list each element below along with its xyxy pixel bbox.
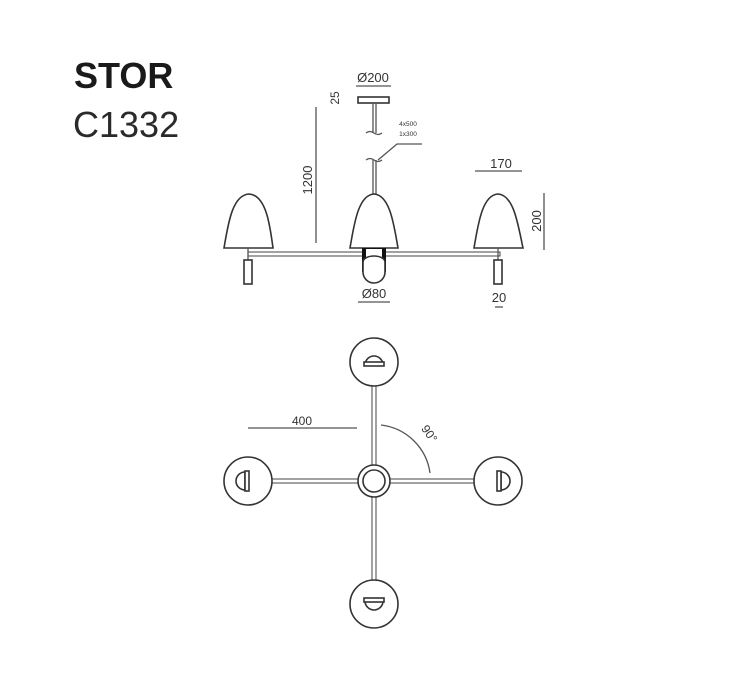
break-mark-upper — [365, 130, 383, 136]
canopy-height-label: 25 — [328, 91, 342, 105]
tube-right — [493, 259, 503, 285]
break-mark-lower — [365, 157, 383, 163]
plan-view: 400 90° — [223, 337, 523, 629]
lamp-shade-left — [223, 193, 274, 249]
lamp-bottom — [349, 579, 399, 629]
canopy — [357, 96, 390, 104]
tube-diameter-label: 20 — [492, 290, 506, 305]
lamp-right — [473, 456, 523, 506]
shade-width-label: 170 — [490, 156, 512, 171]
product-code: C1332 — [73, 104, 180, 145]
overall-height-label: 1200 — [300, 166, 315, 195]
cable-length-label-1: 4x500 — [399, 121, 417, 128]
elevation-view: Ø200 25 4x500 1x300 1200 170 200 Ø — [223, 70, 545, 308]
lamp-left — [223, 456, 273, 506]
center-diameter-label: Ø80 — [362, 286, 387, 301]
lamp-shade-right — [473, 193, 524, 249]
cable-length-label-2: 1x300 — [399, 131, 417, 138]
center-cylinder-globe — [362, 255, 386, 284]
lamp-top — [349, 337, 399, 387]
angle-label: 90° — [418, 422, 440, 445]
angle-arc — [380, 424, 431, 474]
arm-length-label: 400 — [292, 414, 312, 428]
center-hub-inner — [362, 469, 386, 493]
tube-left — [243, 259, 253, 285]
shade-height-label: 200 — [529, 210, 544, 232]
product-name: STOR — [74, 55, 174, 96]
cable-leader-line — [377, 143, 422, 161]
canopy-diameter-label: Ø200 — [357, 70, 389, 85]
lamp-shade-center — [349, 193, 399, 249]
